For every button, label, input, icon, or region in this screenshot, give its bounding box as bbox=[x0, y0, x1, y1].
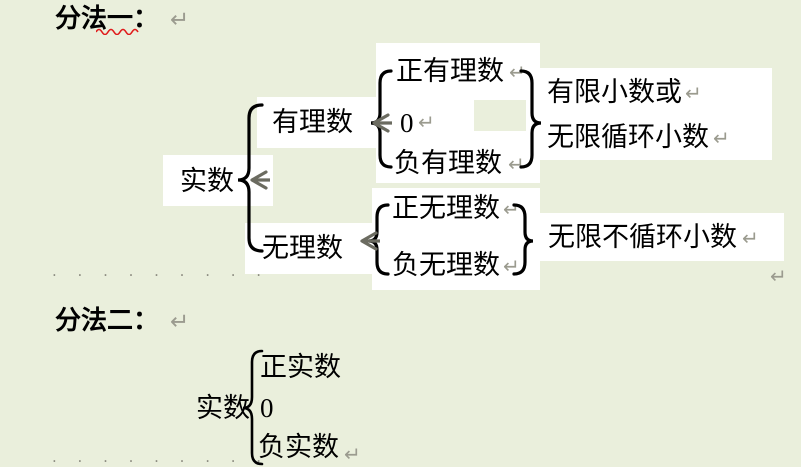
node-irrational-number: 无理数 bbox=[262, 233, 343, 263]
pilcrow-finite-decimal: ↵ bbox=[685, 81, 702, 105]
pilcrow-repeating-decimal: ↵ bbox=[713, 126, 730, 150]
pilcrow-heading-1: ↵ bbox=[170, 7, 190, 33]
gap-patch-zero-row bbox=[474, 100, 526, 131]
node-real-number-1: 实数 bbox=[180, 166, 234, 196]
pilcrow-negative-real: ↵ bbox=[344, 442, 361, 466]
node-zero-real: 0 bbox=[260, 393, 274, 423]
node-positive-irrational: 正无理数 bbox=[392, 193, 500, 223]
section-1-heading: 分法一： bbox=[55, 4, 160, 33]
pilcrow-negative-irrational: ↵ bbox=[503, 254, 520, 278]
pilcrow-heading-2: ↵ bbox=[170, 309, 190, 335]
highlight-irrational-result bbox=[532, 213, 784, 261]
highlight-rational-result bbox=[532, 68, 772, 160]
node-zero-rational: 0 bbox=[400, 108, 414, 138]
leader-dots-2: . . . . . . . . . bbox=[52, 448, 270, 466]
leader-dots-1: . . . . . . . . . bbox=[52, 262, 270, 280]
node-positive-real: 正实数 bbox=[260, 352, 341, 382]
node-negative-irrational: 负无理数 bbox=[392, 250, 500, 280]
highlight-irrational-children bbox=[372, 188, 540, 290]
result-non-repeating-decimal: 无限不循环小数 bbox=[548, 222, 737, 252]
section-2-heading: 分法二： bbox=[55, 306, 160, 335]
pilcrow-positive-rational: ↵ bbox=[509, 60, 526, 84]
result-finite-decimal: 有限小数或 bbox=[547, 77, 682, 107]
node-real-number-2: 实数 bbox=[196, 393, 250, 423]
highlight-wulishu bbox=[245, 223, 383, 274]
pilcrow-negative-rational: ↵ bbox=[508, 152, 525, 176]
pilcrow-non-repeating-decimal: ↵ bbox=[742, 226, 759, 250]
node-positive-rational: 正有理数 bbox=[396, 56, 504, 86]
result-repeating-decimal: 无限循环小数 bbox=[547, 122, 709, 152]
pilcrow-line-end-right: ↵ bbox=[770, 264, 787, 288]
spellcheck-squiggle bbox=[96, 28, 139, 35]
pilcrow-zero-rational: ↵ bbox=[418, 110, 435, 134]
highlight-youlishu bbox=[257, 97, 382, 148]
node-negative-rational: 负有理数 bbox=[394, 148, 502, 178]
pilcrow-positive-irrational: ↵ bbox=[503, 197, 520, 221]
node-rational-number: 有理数 bbox=[272, 107, 353, 137]
node-negative-real: 负实数 bbox=[258, 432, 339, 462]
